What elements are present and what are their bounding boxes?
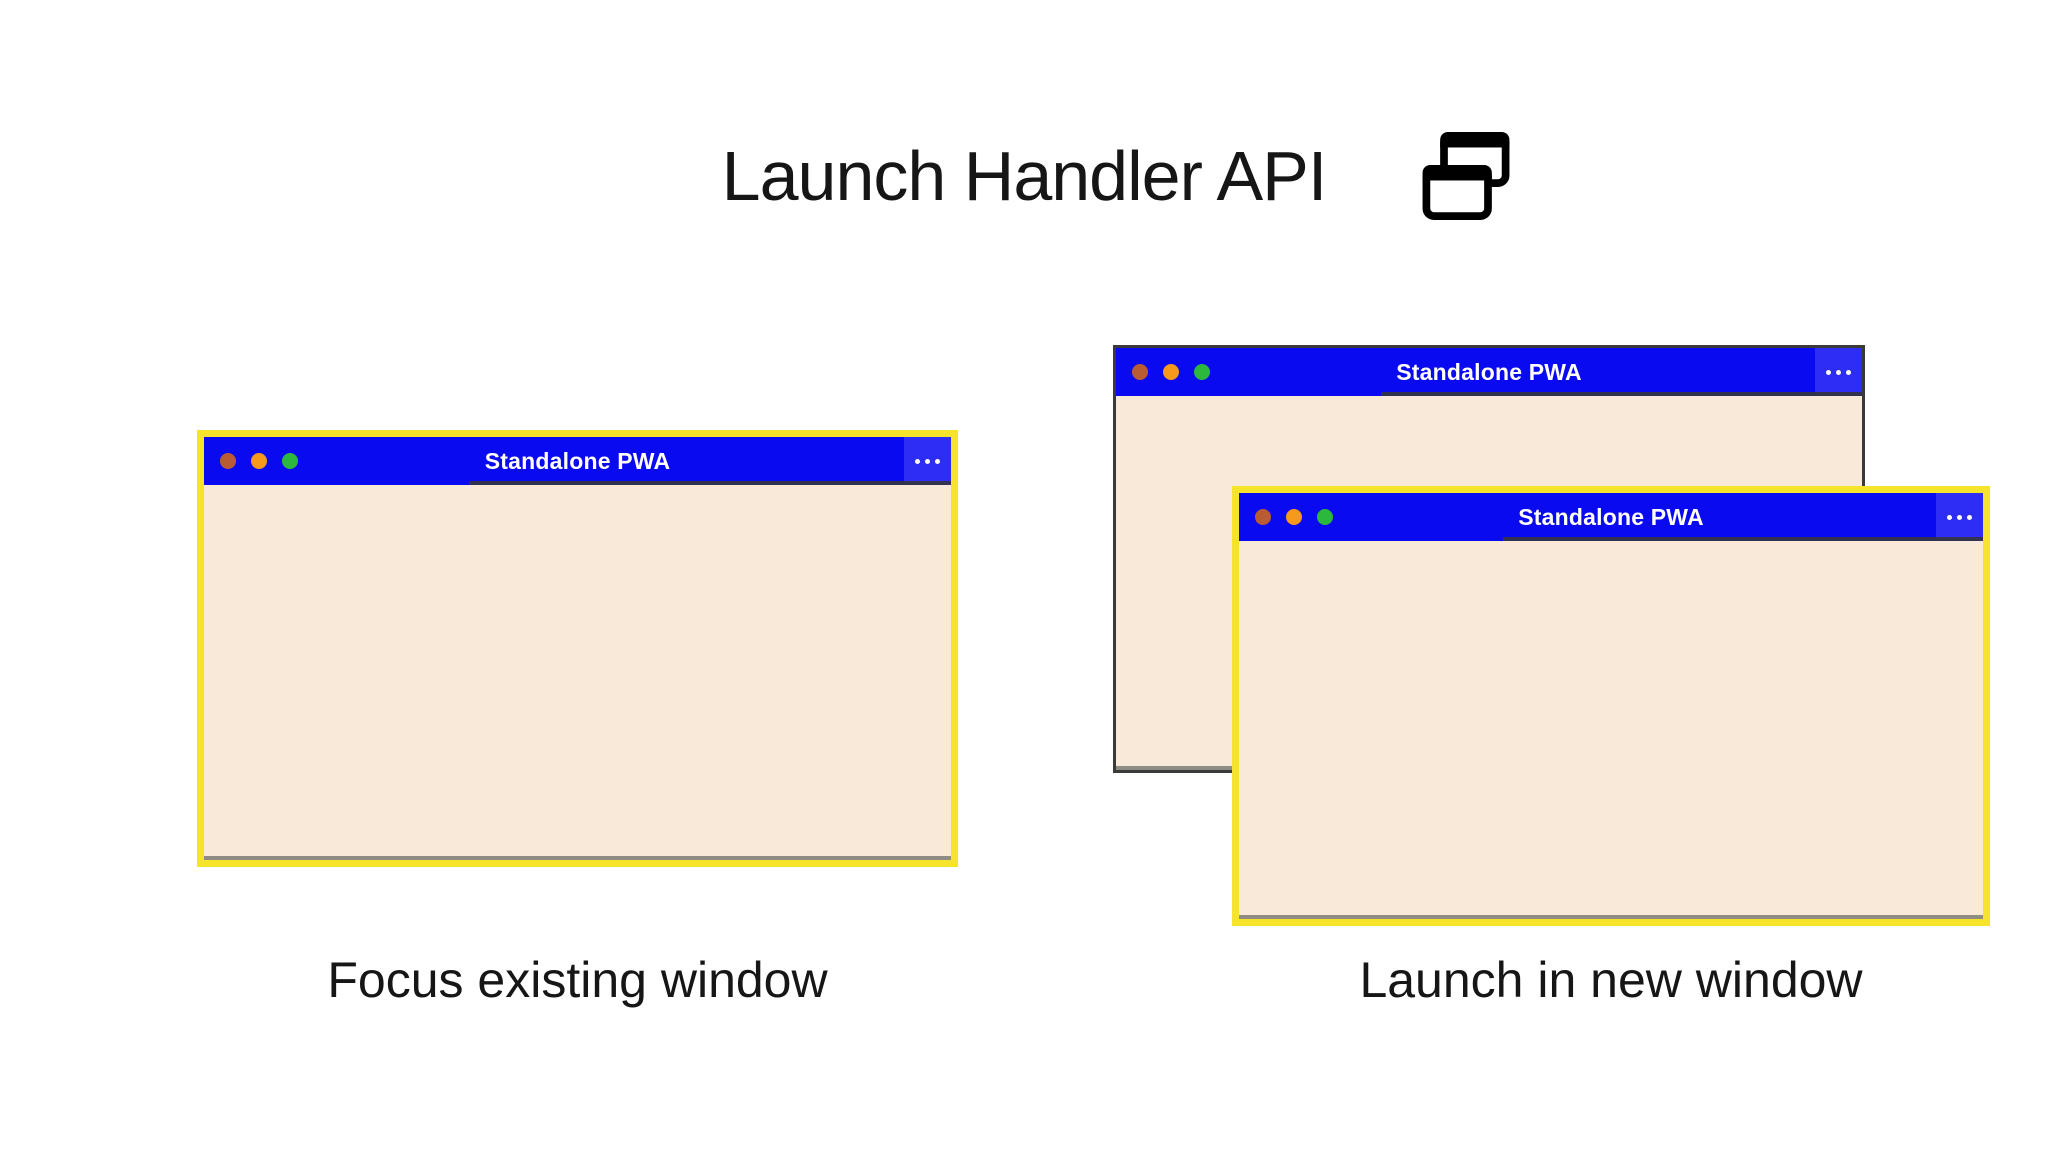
close-dot-icon	[220, 453, 236, 469]
minimize-dot-icon	[251, 453, 267, 469]
traffic-lights	[220, 437, 298, 485]
ellipsis-icon	[915, 458, 920, 464]
window-titlebar: Standalone PWA	[1239, 493, 1983, 541]
ellipsis-icon	[1836, 369, 1841, 375]
window-title: Standalone PWA	[484, 447, 671, 474]
titlebar-shadow	[1380, 392, 1862, 396]
window-menu-button	[1936, 493, 1983, 541]
ellipsis-icon	[1826, 369, 1831, 375]
window-title: Standalone PWA	[1396, 358, 1582, 385]
caption-launch-new: Launch in new window	[1359, 952, 1863, 1008]
window-titlebar: Standalone PWA	[1116, 348, 1862, 396]
window-content	[204, 485, 951, 860]
ellipsis-icon	[935, 458, 940, 464]
minimize-dot-icon	[1163, 364, 1179, 380]
overlapping-windows-icon	[1422, 132, 1510, 220]
window-content	[1239, 541, 1983, 919]
minimize-dot-icon	[1286, 509, 1302, 525]
pwa-window-existing: Standalone PWA	[197, 430, 958, 867]
close-dot-icon	[1255, 509, 1271, 525]
titlebar-shadow	[1503, 537, 1983, 541]
window-title: Standalone PWA	[1518, 503, 1704, 530]
window-menu-button	[1815, 348, 1862, 396]
maximize-dot-icon	[1317, 509, 1333, 525]
traffic-lights	[1255, 493, 1333, 541]
caption-focus-existing: Focus existing window	[327, 952, 828, 1008]
titlebar-shadow	[469, 481, 951, 485]
ellipsis-icon	[1846, 369, 1851, 375]
ellipsis-icon	[1947, 514, 1952, 520]
ellipsis-icon	[1967, 514, 1972, 520]
traffic-lights	[1132, 348, 1210, 396]
close-dot-icon	[1132, 364, 1148, 380]
ellipsis-icon	[925, 458, 930, 464]
ellipsis-icon	[1957, 514, 1962, 520]
window-titlebar: Standalone PWA	[204, 437, 951, 485]
page-title: Launch Handler API	[721, 137, 1328, 215]
maximize-dot-icon	[282, 453, 298, 469]
window-menu-button	[904, 437, 951, 485]
maximize-dot-icon	[1194, 364, 1210, 380]
pwa-window-new: Standalone PWA	[1232, 486, 1990, 926]
